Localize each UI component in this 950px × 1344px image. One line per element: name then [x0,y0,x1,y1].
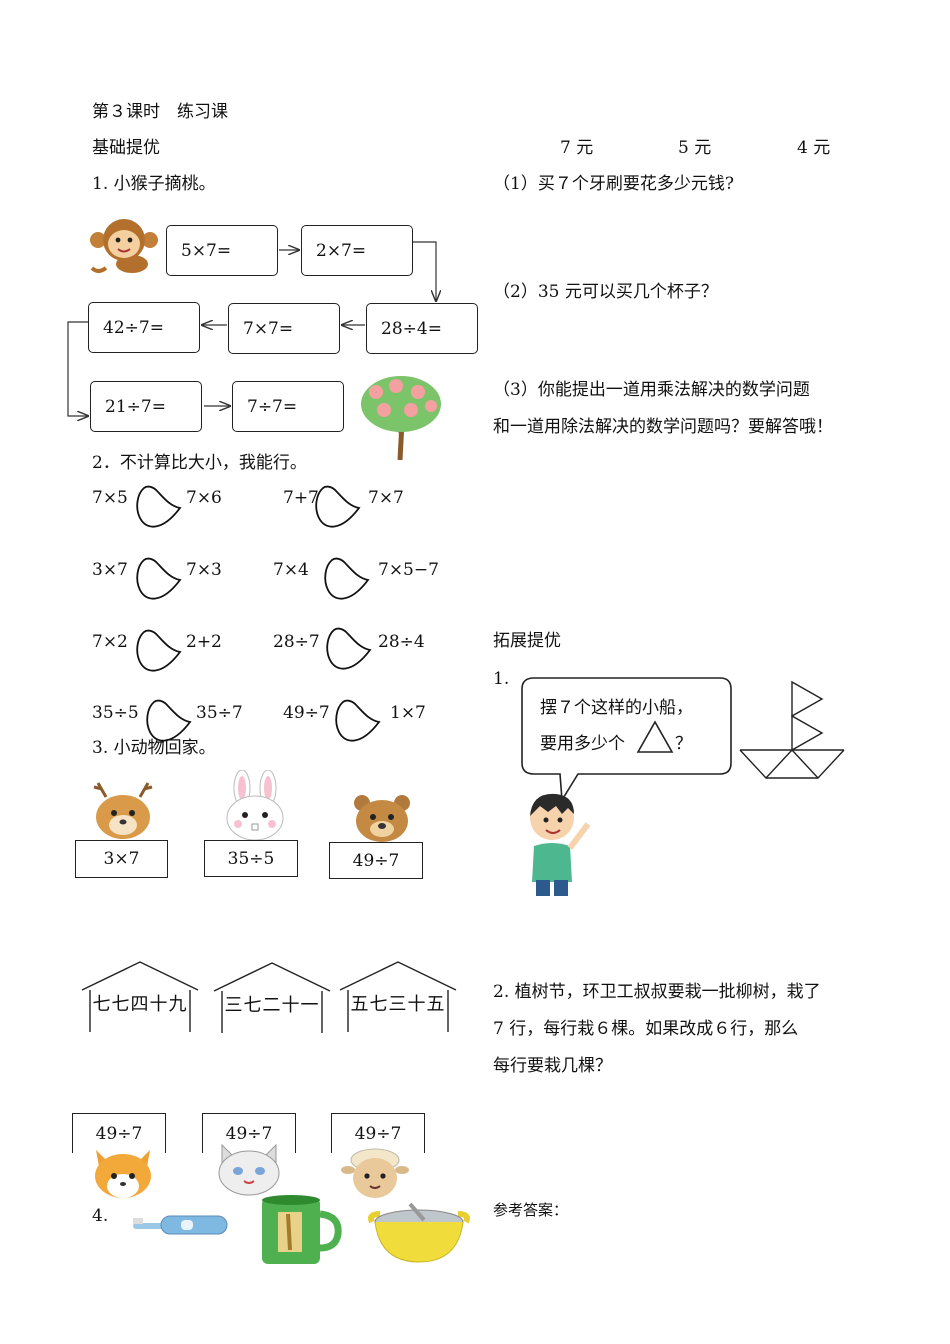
section-basic-heading: 基础提优 [92,138,160,158]
q3-bottom-label-text: 49÷7 [225,1123,273,1144]
q3-bottom-label-text: 49÷7 [95,1123,143,1144]
bowl-icon [368,1202,470,1263]
q2-expr: 7+7 [283,488,319,508]
q2-expr: 7×5 [92,488,128,508]
q2-expr: 28÷4 [378,632,425,652]
q2-expr: 2+2 [186,632,222,652]
q3-top-label: 35÷5 [204,840,298,877]
house-3: 五七三十五 [338,960,458,1035]
q2-expr: 7×2 [92,632,128,652]
q2-expr: 35÷5 [92,703,139,723]
ext2-line3: 每行要栽几棵？ [493,1056,612,1076]
q1-box-7: 7÷7= [232,381,344,432]
boat-triangles-icon [739,680,845,780]
price-bowl: 4 元 [797,138,831,158]
cat-icon [218,1143,280,1196]
q1-title: 1. 小猴子摘桃。 [92,174,216,194]
deer-icon [93,782,153,839]
q1-box-text: 7×7= [243,318,294,339]
ext2-line1: 2. 植树节，环卫工叔叔要栽一批柳树，栽了 [493,982,821,1002]
q4-sub3-line1: （3）你能提出一道用乘法解决的数学问题 [493,380,810,400]
q1-box-5: 42÷7= [88,302,200,353]
house-label: 七七四十九 [92,994,188,1015]
heart-blank-icon[interactable] [134,628,182,678]
toothbrush-icon [133,1215,228,1235]
q3-top-label: 49÷7 [329,842,423,879]
price-toothbrush: 7 元 [560,138,594,158]
q3-bottom-label: 49÷7 [331,1113,425,1153]
q4-sub3-line2: 和一道用除法解决的数学问题吗？要解答哦！ [493,417,833,437]
heart-blank-icon[interactable] [134,484,182,534]
q1-box-text: 42÷7= [103,317,164,338]
q2-expr: 35÷7 [196,703,243,723]
q4-sub2: （2）35 元可以买几个杯子？ [493,282,718,302]
q2-expr: 1×7 [390,703,426,723]
q1-box-text: 21÷7= [105,396,166,417]
house-2: 三七二十一 [212,961,332,1036]
q3-bottom-label: 49÷7 [72,1113,166,1153]
bear-icon [354,795,410,842]
q2-expr: 7×7 [368,488,404,508]
q3-top-label-text: 49÷7 [352,850,400,871]
q1-box-text: 2×7= [316,240,367,261]
fox-icon [95,1150,151,1198]
heart-blank-icon[interactable] [144,698,192,748]
house-1: 七七四十九 [80,960,200,1035]
q2-expr: 28÷7 [273,632,320,652]
q1-box-text: 5×7= [181,240,232,261]
q2-expr: 7×6 [186,488,222,508]
monkey-icon [90,219,158,273]
house-label: 五七三十五 [350,994,446,1015]
bubble-line2a: 要用多少个 [540,734,625,754]
q2-title: 2．不计算比大小，我能行。 [92,453,307,473]
heart-blank-icon[interactable] [324,626,372,676]
house-outline [213,962,331,1033]
cup-icon [262,1195,342,1264]
q3-bottom-label: 49÷7 [202,1113,296,1153]
bubble-line1: 摆７个这样的小船， [540,698,693,718]
boy-icon [530,793,591,896]
ext1-title: 1. [493,669,510,689]
q3-title: 3. 小动物回家。 [92,738,216,758]
ext2-line2: 7 行，每行栽６棵。如果改成６行，那么 [493,1019,799,1039]
peach-tree-icon [361,376,441,460]
q2-expr: 3×7 [92,560,128,580]
q3-top-label: 3×7 [75,840,168,878]
sheep-icon [341,1148,409,1198]
house-label: 三七二十一 [224,995,320,1016]
q1-box-1: 5×7= [166,225,278,276]
q1-box-3: 28÷4= [366,303,478,354]
q2-expr: 7×3 [186,560,222,580]
heart-blank-icon[interactable] [134,556,182,606]
heart-blank-icon[interactable] [313,484,361,534]
q2-expr: 49÷7 [283,703,330,723]
q1-box-2: 2×7= [301,225,413,276]
q4-sub1: （1）买７个牙刷要花多少元钱? [493,174,734,194]
q1-box-4: 7×7= [228,303,340,354]
price-cup: 5 元 [678,138,712,158]
section-ext-heading: 拓展提优 [493,631,561,651]
q1-box-text: 28÷4= [381,318,442,339]
heart-blank-icon[interactable] [322,556,370,606]
q4-title: 4. [92,1206,109,1226]
q2-expr: 7×4 [273,560,309,580]
q3-bottom-label-text: 49÷7 [354,1123,402,1144]
rabbit-icon [226,770,284,841]
q1-box-text: 7÷7= [247,396,298,417]
house-outline [339,961,457,1032]
q2-expr: 7×5−7 [378,560,439,580]
lesson-title: 第３课时 练习课 [92,102,228,122]
bubble-line2b: ？ [675,734,692,754]
q3-top-label-text: 3×7 [103,849,140,869]
heart-blank-icon[interactable] [333,698,381,748]
q3-top-label-text: 35÷5 [227,848,275,869]
house-outline [81,961,199,1032]
triangle-icon [636,720,674,753]
answers-heading: 参考答案： [493,1201,569,1219]
q1-box-6: 21÷7= [90,381,202,432]
